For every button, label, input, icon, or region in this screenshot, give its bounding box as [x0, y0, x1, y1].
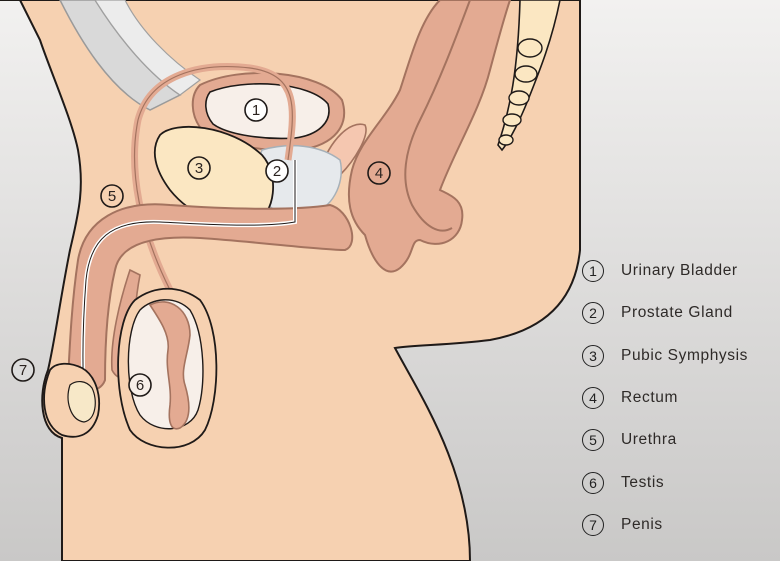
legend-label: Testis [621, 473, 665, 491]
svg-text:1: 1 [252, 102, 260, 119]
marker-4: 4 [367, 161, 391, 185]
legend-label: Rectum [621, 389, 679, 407]
legend-number: 2 [582, 302, 604, 325]
legend-label: Urinary Bladder [621, 262, 738, 280]
abdominal-wall-inner [94, 0, 202, 96]
legend-number: 5 [582, 429, 604, 452]
legend-label: Pubic Symphysis [621, 346, 749, 364]
marker-7: 7 [11, 358, 35, 382]
svg-text:6: 6 [136, 377, 144, 394]
legend-number: 7 [582, 513, 604, 536]
marker-6: 6 [128, 373, 152, 397]
legend-item-4: 4 Rectum [582, 377, 778, 419]
legend-number: 1 [582, 260, 604, 283]
urethra-outline [82, 160, 296, 396]
legend-number: 6 [582, 471, 604, 494]
rectum-shape [347, 0, 512, 273]
legend-item-5: 5 Urethra [582, 419, 778, 461]
legend-item-6: 6 Testis [582, 461, 778, 503]
legend-item-2: 2 Prostate Gland [582, 292, 778, 334]
marker-5: 5 [100, 184, 124, 208]
rectum-lumen [404, 0, 471, 232]
legend: 1 Urinary Bladder 2 Prostate Gland 3 Pub… [582, 250, 778, 546]
legend-item-7: 7 Penis [582, 504, 778, 546]
penis-shaft [66, 203, 354, 393]
legend-item-1: 1 Urinary Bladder [582, 250, 778, 292]
epididymis [148, 301, 191, 430]
legend-item-3: 3 Pubic Symphysis [582, 335, 778, 377]
marker-1: 1 [244, 98, 268, 122]
svg-text:3: 3 [195, 160, 203, 177]
legend-number: 4 [582, 387, 604, 410]
svg-text:2: 2 [273, 163, 281, 180]
legend-label: Penis [621, 515, 663, 533]
svg-text:5: 5 [108, 188, 116, 205]
legend-number: 3 [582, 344, 604, 367]
svg-text:7: 7 [19, 362, 27, 379]
legend-label: Prostate Gland [621, 304, 733, 322]
glans-tip [67, 381, 96, 423]
marker-3: 3 [187, 156, 211, 180]
marker-2: 2 [265, 159, 289, 183]
svg-text:4: 4 [375, 165, 383, 182]
legend-label: Urethra [621, 431, 677, 449]
coccyx-segments [498, 38, 543, 146]
